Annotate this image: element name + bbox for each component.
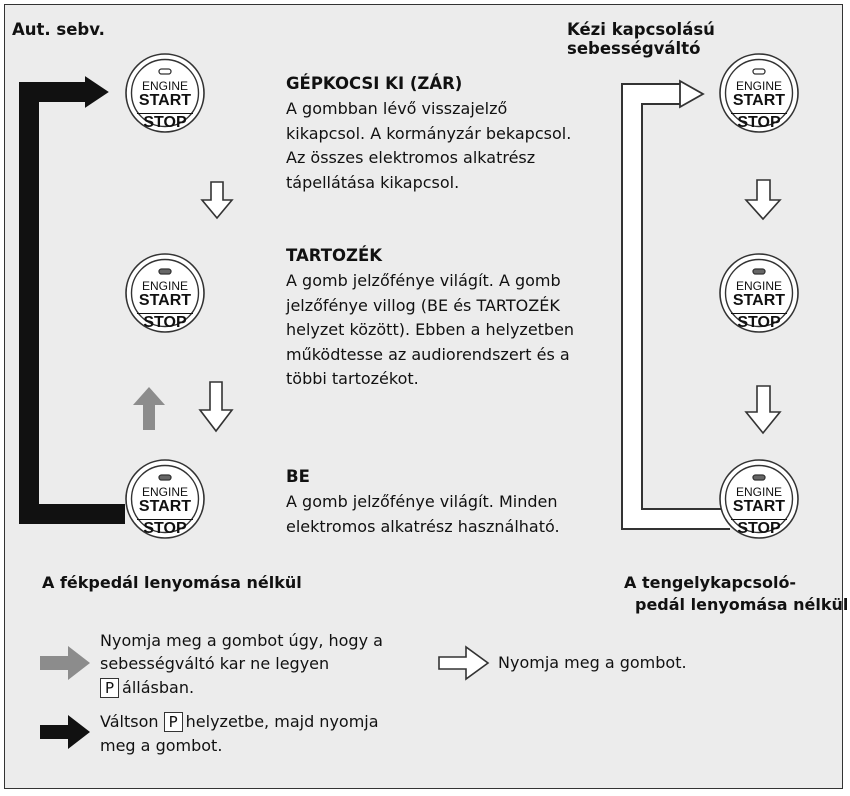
black-loop-arrowhead (85, 76, 109, 108)
button-start-label: START (732, 498, 786, 515)
legend-black-post: helyzetbe, majd nyomja (185, 712, 379, 731)
p-position-box: P (163, 712, 183, 732)
down-arrow-left-2 (198, 381, 234, 433)
indicator-light-off (752, 68, 766, 75)
button-stop-label: STOP (731, 113, 787, 132)
engine-button-on-manual[interactable]: ENGINE START STOP (718, 458, 800, 540)
engine-button-accessory-manual[interactable]: ENGINE START STOP (718, 252, 800, 334)
engine-button-ring (125, 253, 205, 333)
engine-button-ring (719, 459, 799, 539)
button-engine-label: ENGINE (141, 279, 188, 293)
engine-button-ring (125, 459, 205, 539)
engine-button-on[interactable]: ENGINE START STOP (124, 458, 206, 540)
header-automatic: Aut. sebv. (12, 20, 105, 39)
header-manual: Kézi kapcsolású sebességváltó (567, 20, 715, 58)
state-accessory-title: TARTOZÉK (286, 246, 383, 265)
legend-black-line2: meg a gombot. (100, 736, 223, 755)
legend-white-arrow (438, 645, 490, 681)
button-stop-label: STOP (731, 313, 787, 332)
caption-brake: A fékpedál lenyomása nélkül (42, 573, 302, 592)
legend-white-text: Nyomja meg a gombot. (498, 653, 687, 672)
engine-button-accessory[interactable]: ENGINE START STOP (124, 252, 206, 334)
button-start-label: START (138, 92, 192, 109)
button-start-label: START (138, 498, 192, 515)
black-loop-arrow (19, 82, 92, 514)
button-stop-label: STOP (137, 113, 193, 132)
button-stop-label: STOP (731, 519, 787, 538)
engine-button-ring (719, 253, 799, 333)
white-loop-arrowhead (679, 79, 705, 109)
indicator-light-on (158, 268, 172, 275)
button-start-label: START (732, 92, 786, 109)
indicator-light-on (752, 268, 766, 275)
button-start-label: START (732, 292, 786, 309)
button-engine-label: ENGINE (735, 485, 782, 499)
button-stop-label: STOP (137, 313, 193, 332)
state-off-title: GÉPKOCSI KI (ZÁR) (286, 74, 463, 93)
legend-gray-line2: sebességváltó kar ne legyen (100, 654, 330, 673)
button-engine-label: ENGINE (735, 79, 782, 93)
caption-clutch-line1: A tengelykapcsoló- (624, 573, 797, 592)
indicator-light-on (752, 474, 766, 481)
state-off-description: A gombban lévő visszajelző kikapcsol. A … (286, 99, 572, 192)
engine-button-ring (125, 53, 205, 133)
down-arrow-right-1 (744, 179, 782, 221)
down-arrow-right-2 (744, 385, 782, 435)
white-loop-arrow (621, 83, 730, 530)
engine-button-off-manual[interactable]: ENGINE START STOP (718, 52, 800, 134)
indicator-light-on (158, 474, 172, 481)
p-position-box: P (100, 678, 120, 698)
button-engine-label: ENGINE (735, 279, 782, 293)
legend-gray-line1: Nyomja meg a gombot úgy, hogy a (100, 631, 383, 650)
button-engine-label: ENGINE (141, 485, 188, 499)
indicator-light-off (158, 68, 172, 75)
engine-button-ring (719, 53, 799, 133)
legend-gray-line3-text: állásban. (122, 678, 195, 697)
gray-up-arrow (133, 387, 165, 430)
down-arrow-left-1 (200, 181, 234, 220)
state-accessory-description: A gomb jelzőfénye világít. A gomb jelzőf… (286, 271, 575, 388)
legend-gray-arrow (40, 646, 90, 680)
state-on-description: A gomb jelzőfénye világít. Minden elektr… (286, 492, 560, 536)
button-stop-label: STOP (137, 519, 193, 538)
button-engine-label: ENGINE (141, 79, 188, 93)
state-on-title: BE (286, 467, 310, 486)
white-loop-arrow-inner (623, 85, 730, 528)
legend-black-arrow (40, 715, 90, 749)
engine-button-off[interactable]: ENGINE START STOP (124, 52, 206, 134)
button-start-label: START (138, 292, 192, 309)
legend-black-pre: Váltson (100, 712, 159, 731)
caption-clutch-line2: pedál lenyomása nélkül (635, 595, 849, 614)
